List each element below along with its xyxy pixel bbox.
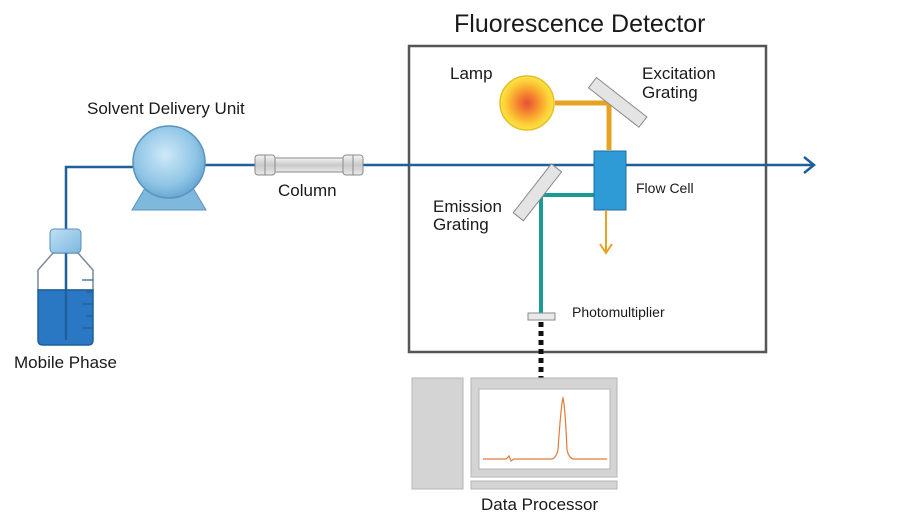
- column-label: Column: [278, 181, 337, 200]
- mobile-phase-bottle: [37, 228, 94, 346]
- mobile-phase-label: Mobile Phase: [14, 353, 118, 372]
- lamp-graphic: [499, 75, 555, 131]
- flow-line: [64, 156, 817, 240]
- emission-grating-label-1: Emission: [433, 197, 502, 216]
- data-processor-label: Data Processor: [481, 495, 599, 514]
- emission-light-path: [539, 193, 594, 313]
- excitation-grating: [587, 76, 648, 128]
- excitation-light-path: [555, 100, 612, 150]
- flow-cell-label: Flow Cell: [636, 180, 694, 196]
- monitor-screen: [478, 388, 611, 470]
- chromatogram-trace: [483, 395, 607, 462]
- pump: [131, 125, 207, 211]
- detector-title: Fluorescence Detector: [454, 10, 706, 38]
- photomultiplier-label: Photomultiplier: [572, 304, 665, 320]
- lamp-label: Lamp: [450, 64, 493, 83]
- excitation-grating-label-2: Grating: [642, 83, 698, 102]
- column-graphic: [254, 154, 364, 176]
- excitation-grating-label-1: Excitation: [642, 64, 716, 83]
- photomultiplier-graphic: [527, 312, 556, 321]
- flow-cell-graphic: [593, 150, 627, 211]
- keyboard: [470, 480, 618, 490]
- detector-box: [407, 44, 768, 354]
- light-out-arrow: [599, 210, 613, 255]
- emission-grating-label-2: Grating: [433, 215, 489, 234]
- emission-grating: [512, 163, 563, 222]
- solvent-delivery-unit-label: Solvent Delivery Unit: [87, 99, 245, 118]
- computer-tower: [411, 377, 464, 490]
